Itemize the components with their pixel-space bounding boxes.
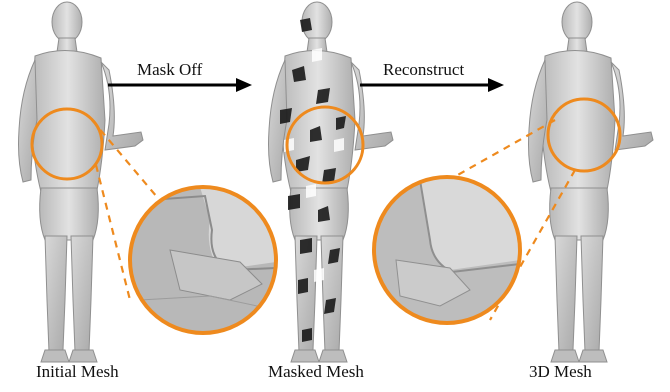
- reconstruct-label: Reconstruct: [383, 60, 464, 80]
- zoom-lens-initial: [130, 187, 276, 333]
- zoom-lens-final: [374, 177, 520, 323]
- reconstruct-arrow: [360, 78, 504, 92]
- reconstructed-mesh-figure: [529, 2, 654, 362]
- initial-mesh-figure: [19, 2, 144, 362]
- caption-initial-mesh: Initial Mesh: [36, 362, 119, 382]
- caption-3d-mesh: 3D Mesh: [529, 362, 592, 382]
- mask-off-arrow: [108, 78, 252, 92]
- mask-off-label: Mask Off: [137, 60, 202, 80]
- caption-masked-mesh: Masked Mesh: [268, 362, 364, 382]
